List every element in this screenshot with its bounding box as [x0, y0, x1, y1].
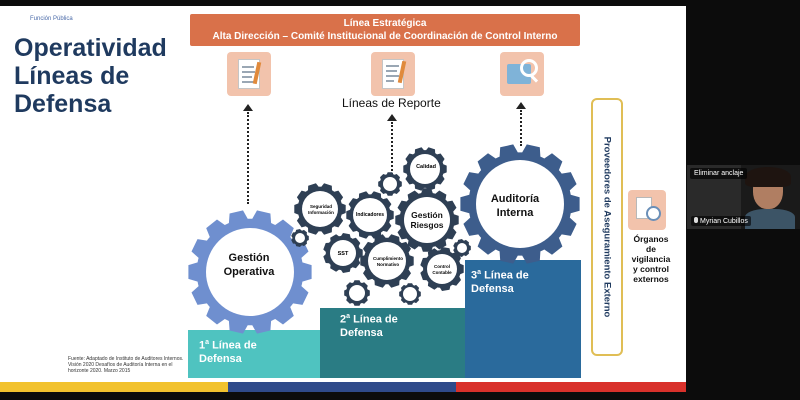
strategic-line-banner: Línea Estratégica Alta Dirección – Comit… [190, 14, 580, 46]
participant-video-tile[interactable]: Eliminar anclaje Myrian Cubillos [687, 165, 800, 229]
document-pencil-icon [227, 52, 271, 96]
compliance-gear-hub [368, 242, 406, 280]
microphone-icon [694, 217, 698, 223]
security-gear-hub [302, 191, 338, 227]
accounting-gear-hub [427, 254, 457, 284]
mini-gear-c-hub [349, 285, 365, 301]
participant-name-tag: Myrian Cubillos [691, 216, 751, 226]
external-assurance-panel: Proveedores de Aseguramiento Externo [591, 98, 623, 356]
presentation-slide: Función Pública Operatividad Líneas de D… [0, 6, 686, 392]
title-line: Operatividad [14, 34, 167, 62]
source-note: Fuente: Adaptado de Instituto de Auditor… [68, 356, 184, 374]
report-document-icon [371, 52, 415, 96]
banner-subtitle: Alta Dirección – Comité Institucional de… [212, 31, 558, 42]
second-line-block [320, 308, 465, 378]
brand-label: Función Pública [30, 16, 73, 22]
quality-gear-label: Calidad [416, 164, 436, 170]
indicators-gear-hub [353, 198, 387, 232]
third-line-block [465, 260, 581, 378]
banner-title: Línea Estratégica [343, 18, 427, 29]
mini-gear-e-hub [457, 243, 467, 253]
title-line: Líneas de [14, 62, 130, 90]
indicators-gear-label: Indicadores [355, 212, 385, 218]
first-line-block [188, 330, 320, 378]
mini-gear-a-hub [383, 177, 397, 191]
first-line-label: 1a Línea de Defensa [199, 339, 257, 365]
gears-diagram [188, 144, 580, 334]
mini-gear-d-hub [403, 287, 417, 301]
external-control-icon [628, 190, 666, 230]
participant-shoulders [745, 209, 795, 229]
stripe-red [456, 382, 686, 392]
external-assurance-label: Proveedores de Aseguramiento Externo [601, 136, 613, 318]
stripe-yellow [0, 382, 228, 392]
arrow-up-icon [516, 102, 526, 109]
sst-gear-hub [330, 240, 356, 266]
audit-gear-hub [476, 160, 564, 248]
reporting-line [520, 110, 522, 146]
stripe-blue [228, 382, 456, 392]
slide-title: Operatividad Líneas de Defensa [14, 34, 184, 118]
sst-gear-label: SST [337, 251, 349, 257]
arrow-up-icon [387, 114, 397, 121]
operative-gear-hub [206, 228, 294, 316]
title-line: Defensa [14, 90, 112, 118]
reporting-lines-label: Líneas de Reporte [342, 96, 441, 110]
reporting-line [391, 122, 393, 178]
third-line-label: 3a Línea de Defensa [471, 269, 529, 295]
reporting-line [247, 112, 249, 204]
participant-hair [745, 167, 791, 187]
arrow-up-icon [243, 104, 253, 111]
risk-gear-hub [404, 197, 450, 243]
quality-gear-hub [410, 154, 440, 184]
mini-gear-b-hub [295, 233, 305, 243]
audit-magnifier-icon [500, 52, 544, 96]
unpin-button[interactable]: Eliminar anclaje [690, 168, 748, 179]
second-line-label: 2a Línea de Defensa [340, 313, 398, 339]
